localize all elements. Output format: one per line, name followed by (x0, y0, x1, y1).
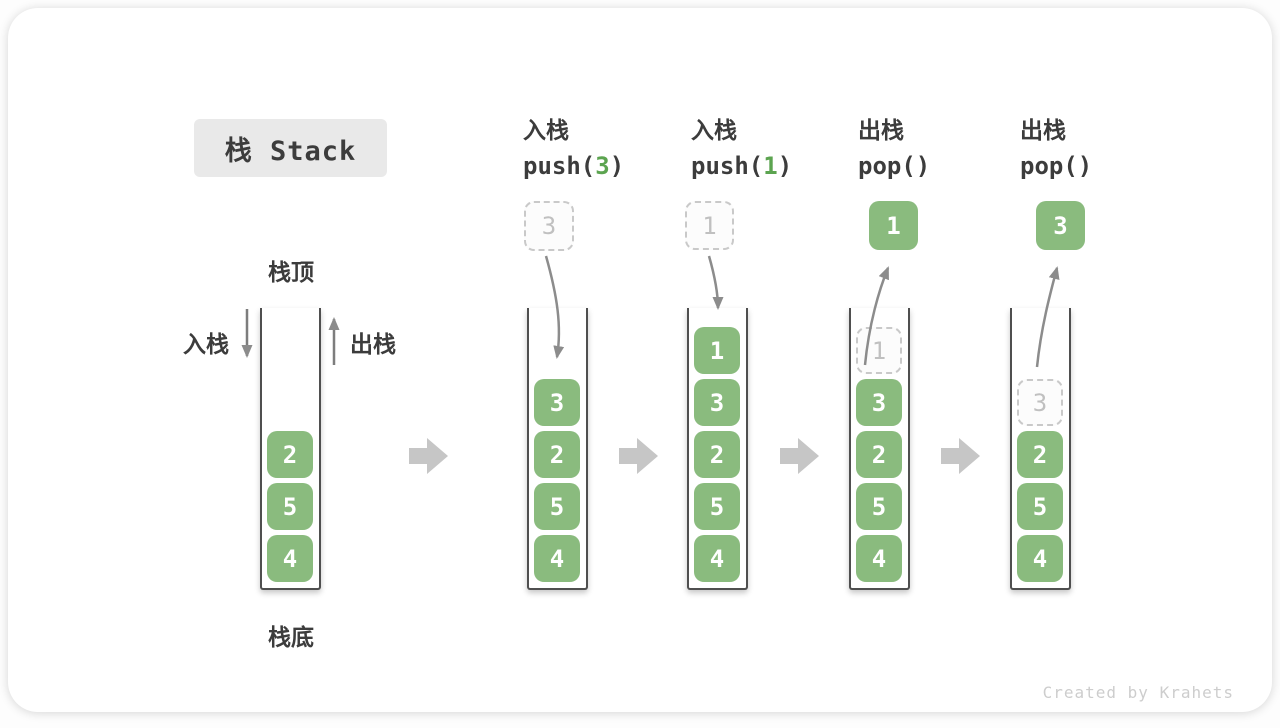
stack-cell: 4 (534, 535, 580, 582)
stack-cell: 5 (267, 483, 313, 530)
stack-cell: 1 (694, 327, 740, 374)
stack-cell: 2 (534, 431, 580, 478)
stack-cell: 2 (856, 431, 902, 478)
push-arrow-icon (707, 255, 724, 310)
stack-cell: 5 (856, 483, 902, 530)
code-text: ) (777, 152, 793, 180)
stack-cell: 5 (694, 483, 740, 530)
popped-value-box: 1 (869, 201, 918, 250)
operation-label: 入栈 (523, 117, 569, 143)
stage-header-push-1: 入栈 push(1) (691, 111, 792, 180)
diagram-canvas: 栈 Stack 入栈 push(3) 入栈 push(1) 出栈 pop() 出… (8, 8, 1272, 712)
stack-well-after-push-3: 3 2 5 4 (527, 308, 588, 590)
stack-top-label: 栈顶 (268, 259, 314, 285)
code-text: push( (523, 152, 596, 180)
credit-text: Created by Krahets (1042, 683, 1234, 702)
operation-code: push(3) (523, 152, 624, 180)
popped-value-box: 3 (1036, 201, 1085, 250)
code-arg: 1 (763, 152, 778, 180)
stack-well-after-push-1: 1 3 2 5 4 (687, 308, 748, 590)
stage-arrow-icon (780, 438, 819, 474)
stage-arrow-icon (941, 438, 980, 474)
operand-value: 3 (1053, 211, 1068, 240)
stack-cell: 3 (856, 379, 902, 426)
stack-well-after-pop-1: 1 3 2 5 4 (849, 308, 910, 590)
code-text: pop( (1020, 152, 1078, 180)
stack-bottom-label: 栈底 (268, 624, 314, 650)
operation-label: 出栈 (858, 117, 904, 143)
operation-label: 出栈 (1020, 117, 1066, 143)
pop-direction-label: 出栈 (350, 331, 396, 357)
push-direction-label: 入栈 (183, 331, 229, 357)
stage-arrow-icon (409, 438, 448, 474)
stack-cell-ghost: 3 (1017, 379, 1063, 426)
operand-value: 3 (541, 212, 557, 240)
operation-code: push(1) (691, 152, 792, 180)
diagram-title: 栈 Stack (224, 135, 357, 167)
stack-cell: 2 (267, 431, 313, 478)
operand-value: 1 (702, 211, 717, 240)
stage-header-push-3: 入栈 push(3) (523, 111, 624, 180)
stage-header-pop-3: 出栈 pop() (1020, 111, 1092, 180)
stack-cell: 5 (534, 483, 580, 530)
stack-cell: 5 (1017, 483, 1063, 530)
push-operand-box: 3 (524, 201, 574, 251)
stack-cell: 3 (534, 379, 580, 426)
push-operand-box: 1 (685, 201, 734, 250)
code-text: push( (691, 152, 764, 180)
code-text: ) (1077, 152, 1093, 180)
stack-cell: 3 (694, 379, 740, 426)
stack-cell: 4 (267, 535, 313, 582)
operation-label: 入栈 (691, 117, 737, 143)
stack-cell: 4 (1017, 535, 1063, 582)
diagram-title-box: 栈 Stack (194, 119, 387, 177)
code-text: ) (915, 152, 931, 180)
stage-arrow-icon (619, 438, 658, 474)
stack-well-after-pop-3: 3 2 5 4 (1010, 308, 1071, 590)
code-arg: 3 (595, 152, 610, 180)
operation-code: pop() (858, 152, 930, 180)
stack-well-initial: 2 5 4 (260, 308, 321, 590)
stack-cell: 2 (694, 431, 740, 478)
stage-header-pop-1: 出栈 pop() (858, 111, 930, 180)
code-text: pop( (858, 152, 916, 180)
stack-cell: 2 (1017, 431, 1063, 478)
stack-cell: 4 (856, 535, 902, 582)
operand-value: 1 (886, 211, 901, 240)
stack-cell-ghost: 1 (856, 327, 902, 374)
operation-code: pop() (1020, 152, 1092, 180)
code-text: ) (609, 152, 625, 180)
stack-cell: 4 (694, 535, 740, 582)
